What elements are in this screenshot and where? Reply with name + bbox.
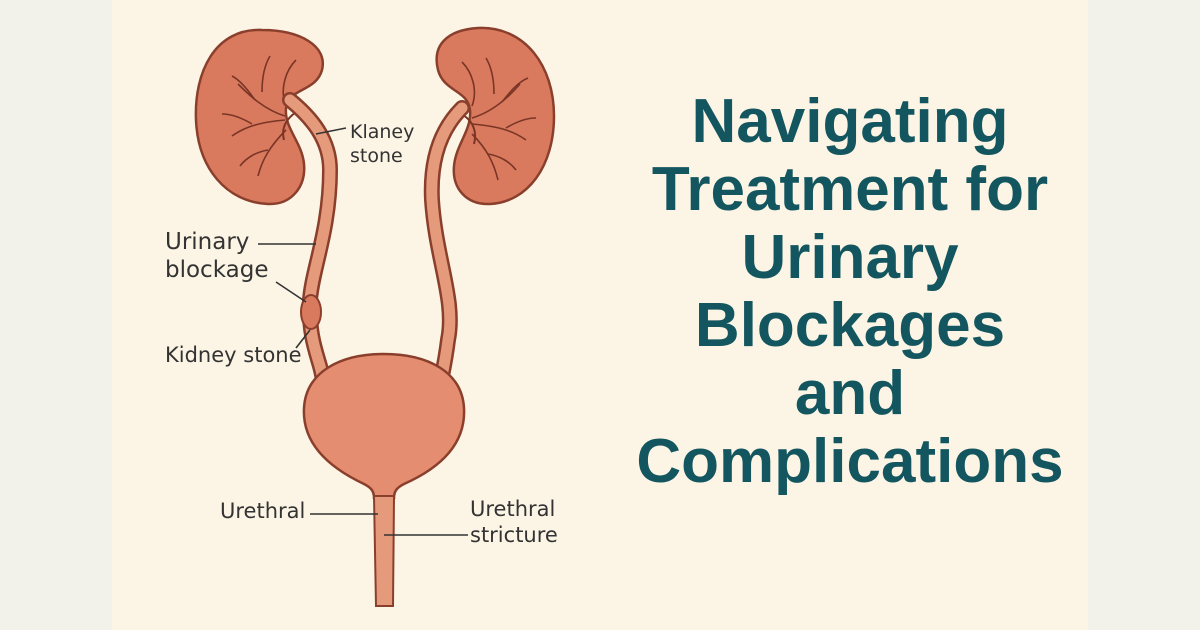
right-margin [1088,0,1200,630]
label-urethral: Urethral [220,499,306,523]
urethra [372,495,396,607]
title-line: Treatment for [651,155,1049,224]
label-urinary-blockage: Urinary blockage [165,229,269,283]
title-line: Complications [636,427,1064,496]
title-line: and [794,359,906,428]
label-urethral-stricture: Urethral stricture [470,497,558,547]
title-line: Blockages [694,291,1006,360]
left-kidney [194,28,325,206]
label-klaney-stone: Klaney stone [350,121,415,167]
page-title: Navigating Treatment for Urinary Blockag… [600,88,1100,496]
bladder [302,352,466,500]
title-line: Urinary [741,223,959,292]
label-kidney-stone: Kidney stone [165,343,302,367]
left-margin [0,0,112,630]
kidney-stone-blockage [300,294,322,330]
leader-lines [258,127,468,536]
title-line: Navigating [691,87,1009,156]
right-kidney [435,26,556,206]
